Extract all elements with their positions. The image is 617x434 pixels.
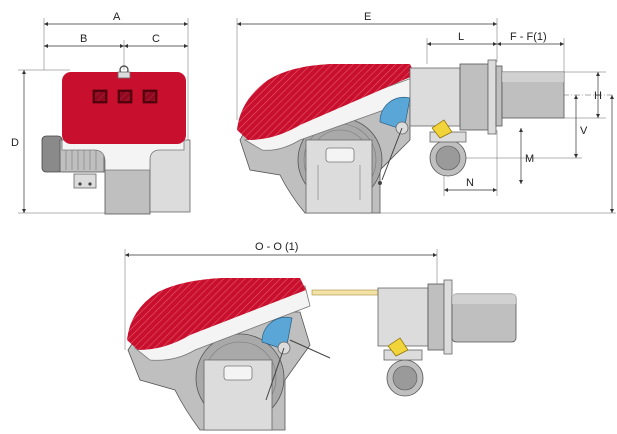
burner-head-housing <box>409 67 461 127</box>
front-white-band <box>61 139 185 171</box>
gas-inlet-bore <box>435 145 461 171</box>
label-l: L <box>458 31 464 43</box>
flange-gasket <box>495 65 503 127</box>
servo-motor-yellow <box>431 119 453 139</box>
label-v: V <box>580 125 588 137</box>
front-red-hood <box>62 72 186 144</box>
damper-linkage <box>381 127 403 181</box>
burner-head-housing <box>377 287 429 347</box>
indicator-window-glass <box>120 92 130 101</box>
label-h: H <box>594 90 602 102</box>
flange-block <box>427 283 445 351</box>
flange-block <box>459 63 489 131</box>
label-o: O - O (1) <box>255 241 298 253</box>
mounting-flange <box>443 279 453 355</box>
label-c: C <box>152 33 160 45</box>
fan-cover-plate <box>203 359 273 431</box>
side-view: E L F - F(1) H V M N <box>236 11 616 214</box>
gas-inlet-bore <box>392 365 418 391</box>
blast-tube-highlight <box>502 72 564 82</box>
side-red-hood <box>237 64 415 140</box>
damper-linkage <box>265 347 285 401</box>
fan-cover-plate <box>305 139 373 214</box>
front-side-housing <box>149 139 191 213</box>
linkage-joint-icon <box>378 181 382 185</box>
mounting-flange <box>487 59 497 135</box>
indicator-window-glass <box>145 92 155 101</box>
front-view: A B C D <box>11 11 191 215</box>
bottom-red-hood <box>127 278 306 350</box>
extension-rod <box>311 289 379 296</box>
inspection-handle <box>325 147 355 163</box>
label-a: A <box>113 11 121 23</box>
inspection-handle <box>223 365 253 381</box>
label-e: E <box>364 11 371 23</box>
servo-motor-yellow <box>387 337 409 357</box>
indicator-window-glass <box>95 92 105 101</box>
bottom-view: O - O (1) <box>124 241 517 431</box>
screw-icon <box>88 182 92 186</box>
lifting-eye-base <box>117 71 131 79</box>
label-b: B <box>80 33 87 45</box>
label-m: M <box>525 153 534 165</box>
label-n: N <box>466 177 474 189</box>
control-rod <box>289 339 331 359</box>
label-f: F - F(1) <box>510 31 547 43</box>
terminal-box <box>73 173 97 189</box>
label-d: D <box>11 137 19 149</box>
motor-cap <box>41 135 63 173</box>
blast-tube-highlight <box>452 294 516 304</box>
screw-icon <box>78 182 82 186</box>
